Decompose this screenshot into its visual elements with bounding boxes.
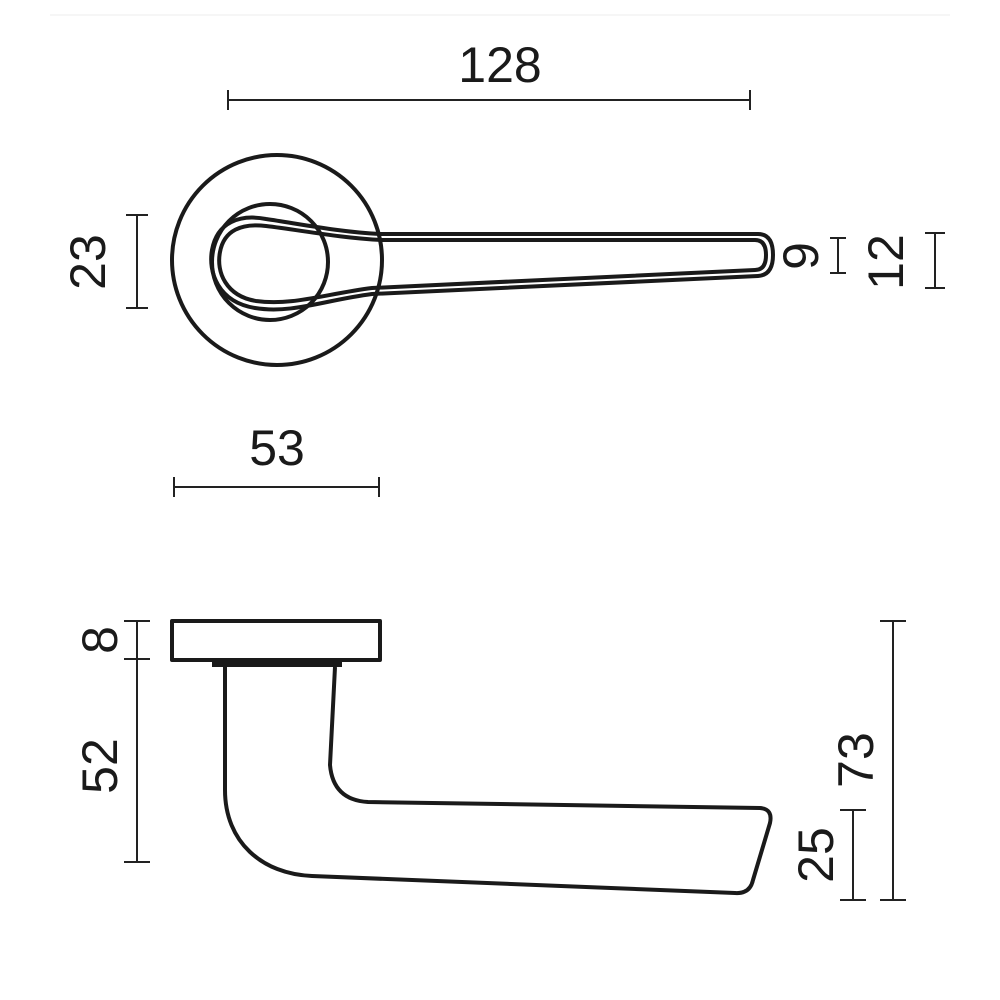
lever-inner-outline	[217, 223, 768, 305]
dim-23: 23	[60, 214, 148, 309]
dim-25: 25	[788, 809, 866, 901]
lever-outline	[209, 215, 775, 312]
dim-52: 52	[72, 659, 150, 863]
dim-8: 8	[72, 620, 150, 660]
top-view	[170, 153, 775, 367]
dim-label: 8	[72, 626, 128, 654]
dim-label: 12	[858, 234, 914, 290]
lever-side-outline	[223, 666, 773, 896]
rose-outer	[170, 153, 384, 367]
dim-label: 53	[249, 420, 305, 476]
rose-plate	[170, 619, 382, 662]
rose-base	[212, 659, 342, 667]
dim-label: 128	[458, 37, 541, 93]
dim-53: 53	[173, 420, 380, 497]
dim-label: 25	[788, 827, 844, 883]
dim-label: 9	[773, 242, 829, 270]
dim-128: 128	[227, 37, 751, 110]
dim-label: 52	[72, 738, 128, 794]
dim-label: 73	[828, 732, 884, 788]
side-view	[170, 619, 773, 896]
dim-label: 23	[60, 234, 116, 290]
dim-73: 73	[828, 620, 906, 901]
dim-12: 12	[858, 232, 945, 290]
dim-9: 9	[773, 237, 846, 274]
